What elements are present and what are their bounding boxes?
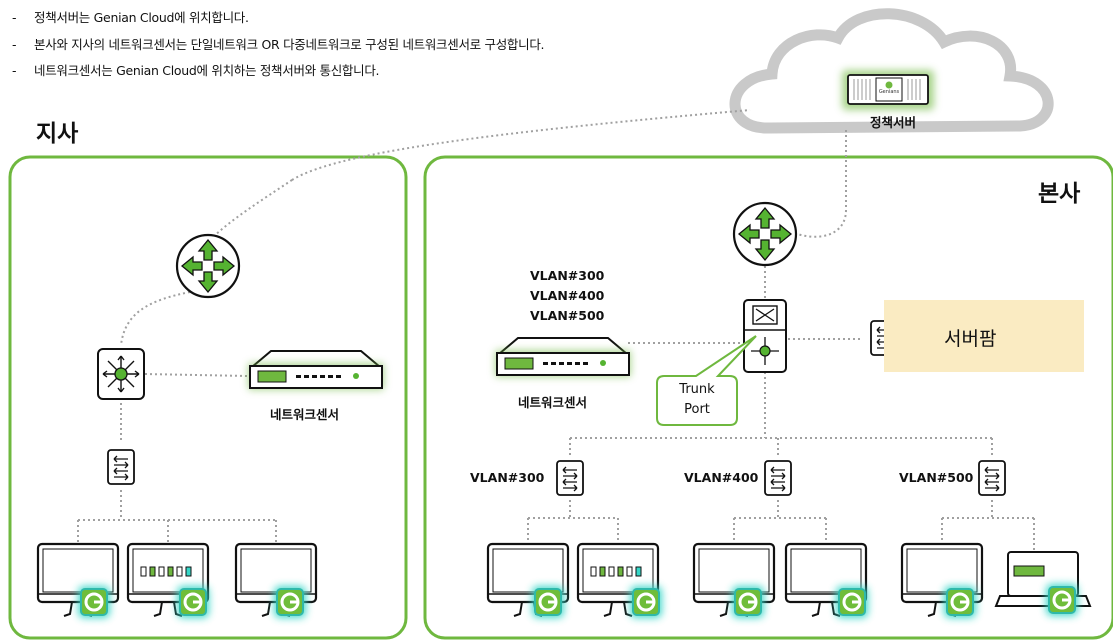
hq-site-box [423,155,1113,640]
branch-network-sensor-icon [248,351,384,390]
branch-site-box [8,155,408,640]
branch-access-switch-icon [107,449,135,485]
note-item: - 네트워크센서는 Genian Cloud에 위치하는 정책서버와 통신합니다. [12,58,544,85]
vlan300-label: VLAN#300 [470,470,545,485]
note-marker: - [12,63,17,78]
vlan-item: VLAN#400 [530,288,605,303]
note-text: 정책서버는 Genian Cloud에 위치합니다. [34,10,249,25]
network-links [77,109,1035,550]
brand-text: Genians [878,89,900,95]
access-switch-vlan300-icon [556,460,584,496]
hq-l3-switch-icon [743,299,787,373]
hq-router-icon [732,201,798,267]
branch-router-icon [175,233,241,299]
hq-pc-vlan400-1 [692,542,776,618]
note-item: - 본사와 지사의 네트워크센서는 단일네트워크 OR 다중네트워크로 구성된 네… [12,32,544,59]
hq-pc-vlan300-2 [576,542,662,618]
policy-server-label: 정책서버 [870,115,917,130]
trunk-port-label: Trunk Port [660,380,734,420]
access-switch-vlan400-icon [764,460,792,496]
hq-pc-vlan500-1 [900,542,984,618]
server-farm-box: 서버팜 [884,300,1084,372]
hq-pc-vlan300-1 [486,542,570,618]
branch-l3-switch-icon [97,348,145,400]
note-item: - 정책서버는 Genian Cloud에 위치합니다. [12,5,544,32]
vlan500-label: VLAN#500 [899,470,974,485]
vlan400-label: VLAN#400 [684,470,759,485]
note-text: 본사와 지사의 네트워크센서는 단일네트워크 OR 다중네트워크로 구성된 네트… [34,36,545,52]
note-text: 네트워크센서는 Genian Cloud에 위치하는 정책서버와 통신합니다. [34,63,380,78]
branch-sensor-label: 네트워크센서 [270,407,340,422]
hq-sensor-label: 네트워크센서 [518,395,588,410]
hq-laptop-vlan500 [994,551,1092,616]
branch-pc-2 [126,542,209,618]
note-marker: - [12,36,17,52]
vlan-item: VLAN#500 [530,308,605,323]
branch-title: 지사 [36,121,79,147]
branch-pc-1 [36,542,120,618]
branch-pc-3 [234,542,318,618]
hq-sensor-vlan-list: VLAN#300 VLAN#400 VLAN#500 [530,266,604,326]
trunk-port-callout [656,335,757,426]
server-farm-label: 서버팜 [944,328,997,350]
policy-server-icon [842,70,934,110]
instruction-notes: - 정책서버는 Genian Cloud에 위치합니다. - 본사와 지사의 네트워… [12,5,544,85]
trunk-text: Trunk [679,382,715,397]
hq-title: 본사 [1038,181,1081,207]
access-switch-vlan500-icon [978,460,1006,496]
port-text: Port [684,402,710,417]
vlan-item: VLAN#300 [530,268,605,283]
note-marker: - [12,10,17,25]
hq-pc-vlan400-2 [784,542,868,618]
hq-network-sensor-icon [495,338,631,377]
